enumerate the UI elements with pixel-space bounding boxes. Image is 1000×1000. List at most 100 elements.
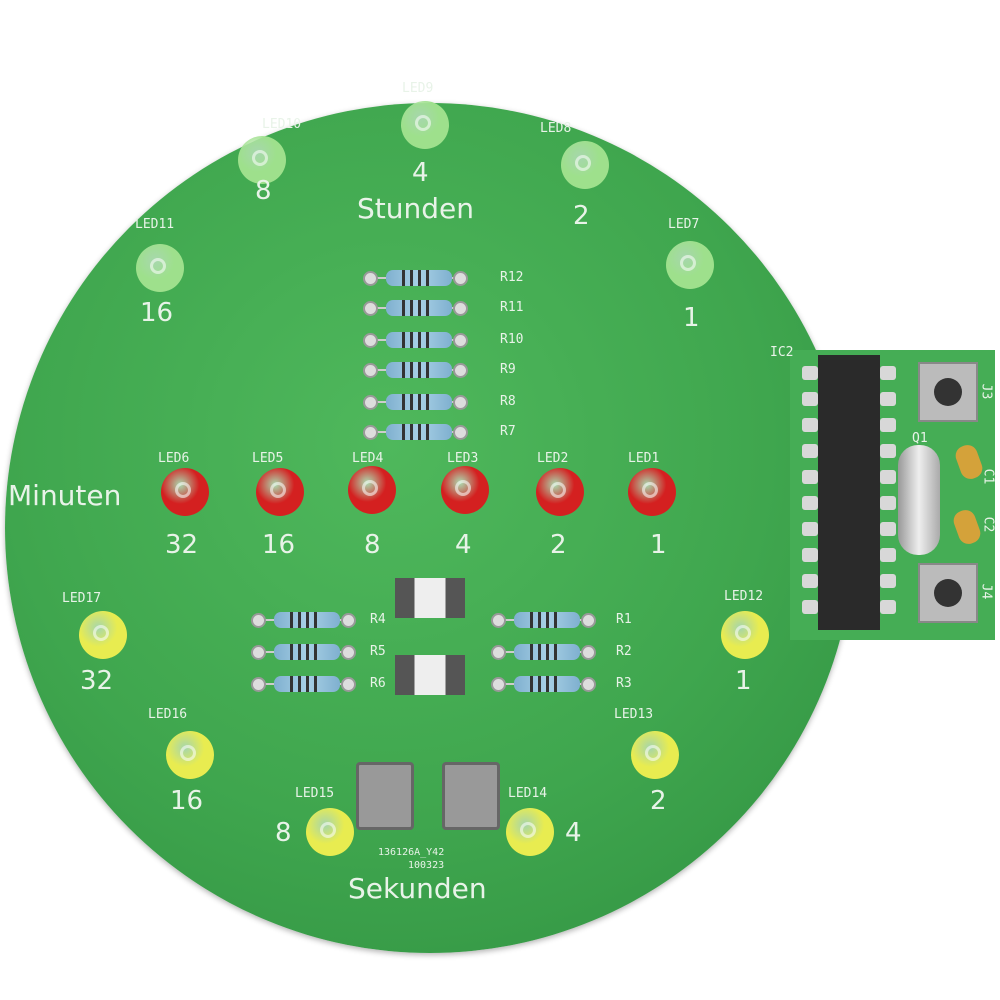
push-button-j4[interactable] <box>918 563 978 623</box>
solder-pad <box>581 613 596 628</box>
chip-pin <box>802 444 818 458</box>
solder-pad <box>251 677 266 692</box>
smd-component <box>395 655 465 695</box>
solder-pad <box>453 271 468 286</box>
chip-pin <box>802 574 818 588</box>
c1-label: C1 <box>980 468 996 485</box>
resistor-r11 <box>386 300 452 316</box>
led-value-label: 1 <box>735 666 752 696</box>
led-label: LED6 <box>158 451 190 466</box>
chip-pin <box>880 574 896 588</box>
resistor-r1 <box>514 612 580 628</box>
solder-pad <box>251 613 266 628</box>
led-value-label: 4 <box>455 530 472 560</box>
chip-pin <box>880 522 896 536</box>
hour-led-led11 <box>136 244 184 292</box>
push-button-j3[interactable] <box>918 362 978 422</box>
chip-pin <box>880 548 896 562</box>
led-value-label: 32 <box>80 666 114 696</box>
chip-pin <box>802 418 818 432</box>
board-code: 136126A_Y42 <box>378 847 445 858</box>
minute-led-led6 <box>161 468 209 516</box>
led-label: LED4 <box>352 451 384 466</box>
resistor-label: R7 <box>500 424 516 439</box>
second-led-led13 <box>631 731 679 779</box>
inductor <box>442 762 500 830</box>
chip-pin <box>880 496 896 510</box>
led-label: LED13 <box>614 707 654 722</box>
minutes-label: Minuten <box>8 479 122 512</box>
solder-pad <box>491 613 506 628</box>
minute-led-led4 <box>348 466 396 514</box>
resistor-label: R11 <box>500 300 524 315</box>
led-value-label: 8 <box>364 530 381 560</box>
solder-pad <box>363 301 378 316</box>
led-value-label: 4 <box>565 818 582 848</box>
led-label: LED9 <box>402 81 434 96</box>
resistor-r3 <box>514 676 580 692</box>
resistor-r10 <box>386 332 452 348</box>
hour-led-led10 <box>238 136 286 184</box>
resistor-r5 <box>274 644 340 660</box>
led-label: LED8 <box>540 121 572 136</box>
resistor-label: R4 <box>370 612 386 627</box>
solder-pad <box>341 613 356 628</box>
led-label: LED5 <box>252 451 284 466</box>
seconds-label: Sekunden <box>348 872 487 905</box>
ic2-label: IC2 <box>770 345 794 360</box>
second-led-led14 <box>506 808 554 856</box>
resistor-label: R6 <box>370 676 386 691</box>
hours-label: Stunden <box>357 192 474 225</box>
led-label: LED7 <box>668 217 700 232</box>
crystal-oscillator <box>898 445 940 555</box>
solder-pad <box>341 677 356 692</box>
led-value-label: 1 <box>650 530 667 560</box>
led-label: LED3 <box>447 451 479 466</box>
led-value-label: 4 <box>412 158 429 188</box>
solder-pad <box>453 333 468 348</box>
q1-label: Q1 <box>912 431 928 446</box>
c2-label: C2 <box>980 516 996 533</box>
resistor-r8 <box>386 394 452 410</box>
solder-pad <box>363 425 378 440</box>
solder-pad <box>363 395 378 410</box>
led-label: LED14 <box>508 786 548 801</box>
chip-pin <box>802 496 818 510</box>
hour-led-led8 <box>561 141 609 189</box>
solder-pad <box>363 363 378 378</box>
hour-led-led7 <box>666 241 714 289</box>
solder-pad <box>491 645 506 660</box>
second-led-led17 <box>79 611 127 659</box>
resistor-r4 <box>274 612 340 628</box>
solder-pad <box>453 425 468 440</box>
led-label: LED15 <box>295 786 335 801</box>
chip-pin <box>880 600 896 614</box>
resistor-label: R8 <box>500 394 516 409</box>
resistor-r6 <box>274 676 340 692</box>
solder-pad <box>251 645 266 660</box>
led-label: LED10 <box>262 117 302 132</box>
solder-pad <box>341 645 356 660</box>
hour-led-led9 <box>401 101 449 149</box>
resistor-label: R12 <box>500 270 524 285</box>
minute-led-led1 <box>628 468 676 516</box>
smd-component <box>395 578 465 618</box>
chip-pin <box>802 366 818 380</box>
chip-pin <box>880 470 896 484</box>
resistor-label: R9 <box>500 362 516 377</box>
board-date-code: 100323 <box>408 860 445 871</box>
solder-pad <box>363 333 378 348</box>
chip-pin <box>802 600 818 614</box>
resistor-label: R3 <box>616 676 632 691</box>
minute-led-led5 <box>256 468 304 516</box>
pcb-board <box>5 103 855 953</box>
j4-label: J4 <box>978 583 994 600</box>
solder-pad <box>453 301 468 316</box>
second-led-led15 <box>306 808 354 856</box>
led-value-label: 2 <box>550 530 567 560</box>
microcontroller-chip <box>818 355 880 630</box>
j3-label: J3 <box>978 383 994 400</box>
chip-pin <box>880 418 896 432</box>
resistor-r2 <box>514 644 580 660</box>
resistor-r12 <box>386 270 452 286</box>
